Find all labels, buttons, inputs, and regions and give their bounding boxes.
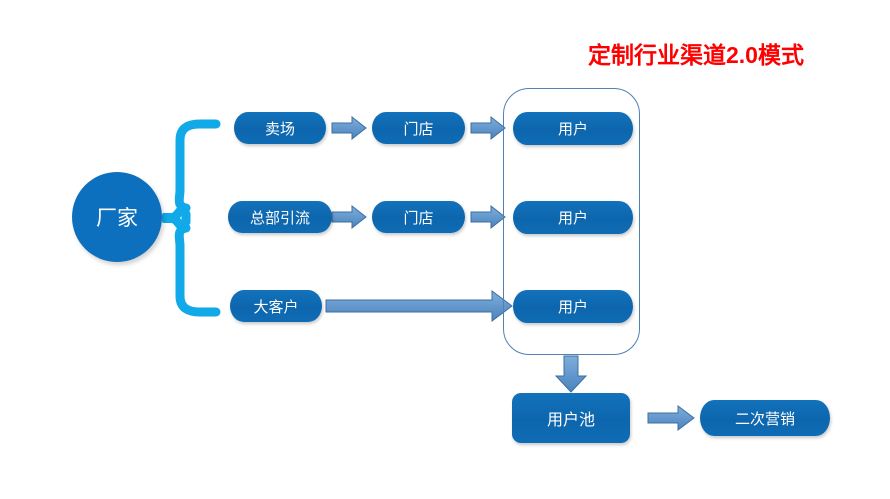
- arrow-right-icon: [470, 204, 506, 230]
- node-manufacturer[interactable]: 厂家: [72, 172, 162, 262]
- node-remarketing[interactable]: 二次营销: [700, 400, 830, 436]
- node-manufacturer-label: 厂家: [96, 207, 138, 230]
- node-user-pool-label: 用户池: [546, 412, 595, 429]
- node-remarketing-label: 二次营销: [734, 410, 795, 428]
- arrow-right-icon: [647, 405, 695, 431]
- node-user-3-label: 用户: [557, 299, 588, 316]
- arrow-right-icon: [331, 115, 367, 141]
- page-title: 定制行业渠道2.0模式: [588, 42, 804, 68]
- node-user-2-label: 用户: [557, 210, 588, 227]
- arrow-right-icon: [470, 115, 506, 141]
- node-user-2[interactable]: 用户: [513, 201, 633, 234]
- node-user-3[interactable]: 用户: [513, 290, 633, 323]
- user-pool-container: [503, 88, 640, 355]
- node-channel-key-account-label: 大客户: [253, 298, 299, 316]
- node-user-1-label: 用户: [557, 121, 588, 138]
- node-store-1[interactable]: 门店: [372, 112, 465, 144]
- arrow-down-icon: [554, 355, 588, 393]
- node-user-pool[interactable]: 用户池: [512, 393, 630, 443]
- node-channel-market[interactable]: 卖场: [234, 112, 326, 144]
- node-channel-market-label: 卖场: [264, 120, 295, 138]
- node-store-1-label: 门店: [403, 120, 434, 138]
- node-channel-hq-traffic-label: 总部引流: [249, 209, 310, 227]
- node-store-2[interactable]: 门店: [372, 201, 465, 233]
- node-user-1[interactable]: 用户: [513, 112, 633, 145]
- node-channel-hq-traffic[interactable]: 总部引流: [228, 201, 332, 233]
- node-channel-key-account[interactable]: 大客户: [230, 290, 322, 322]
- arrow-right-icon: [331, 204, 367, 230]
- node-store-2-label: 门店: [403, 209, 434, 227]
- curly-brace-icon: [162, 119, 221, 317]
- long-arrow-right-icon: [325, 290, 513, 322]
